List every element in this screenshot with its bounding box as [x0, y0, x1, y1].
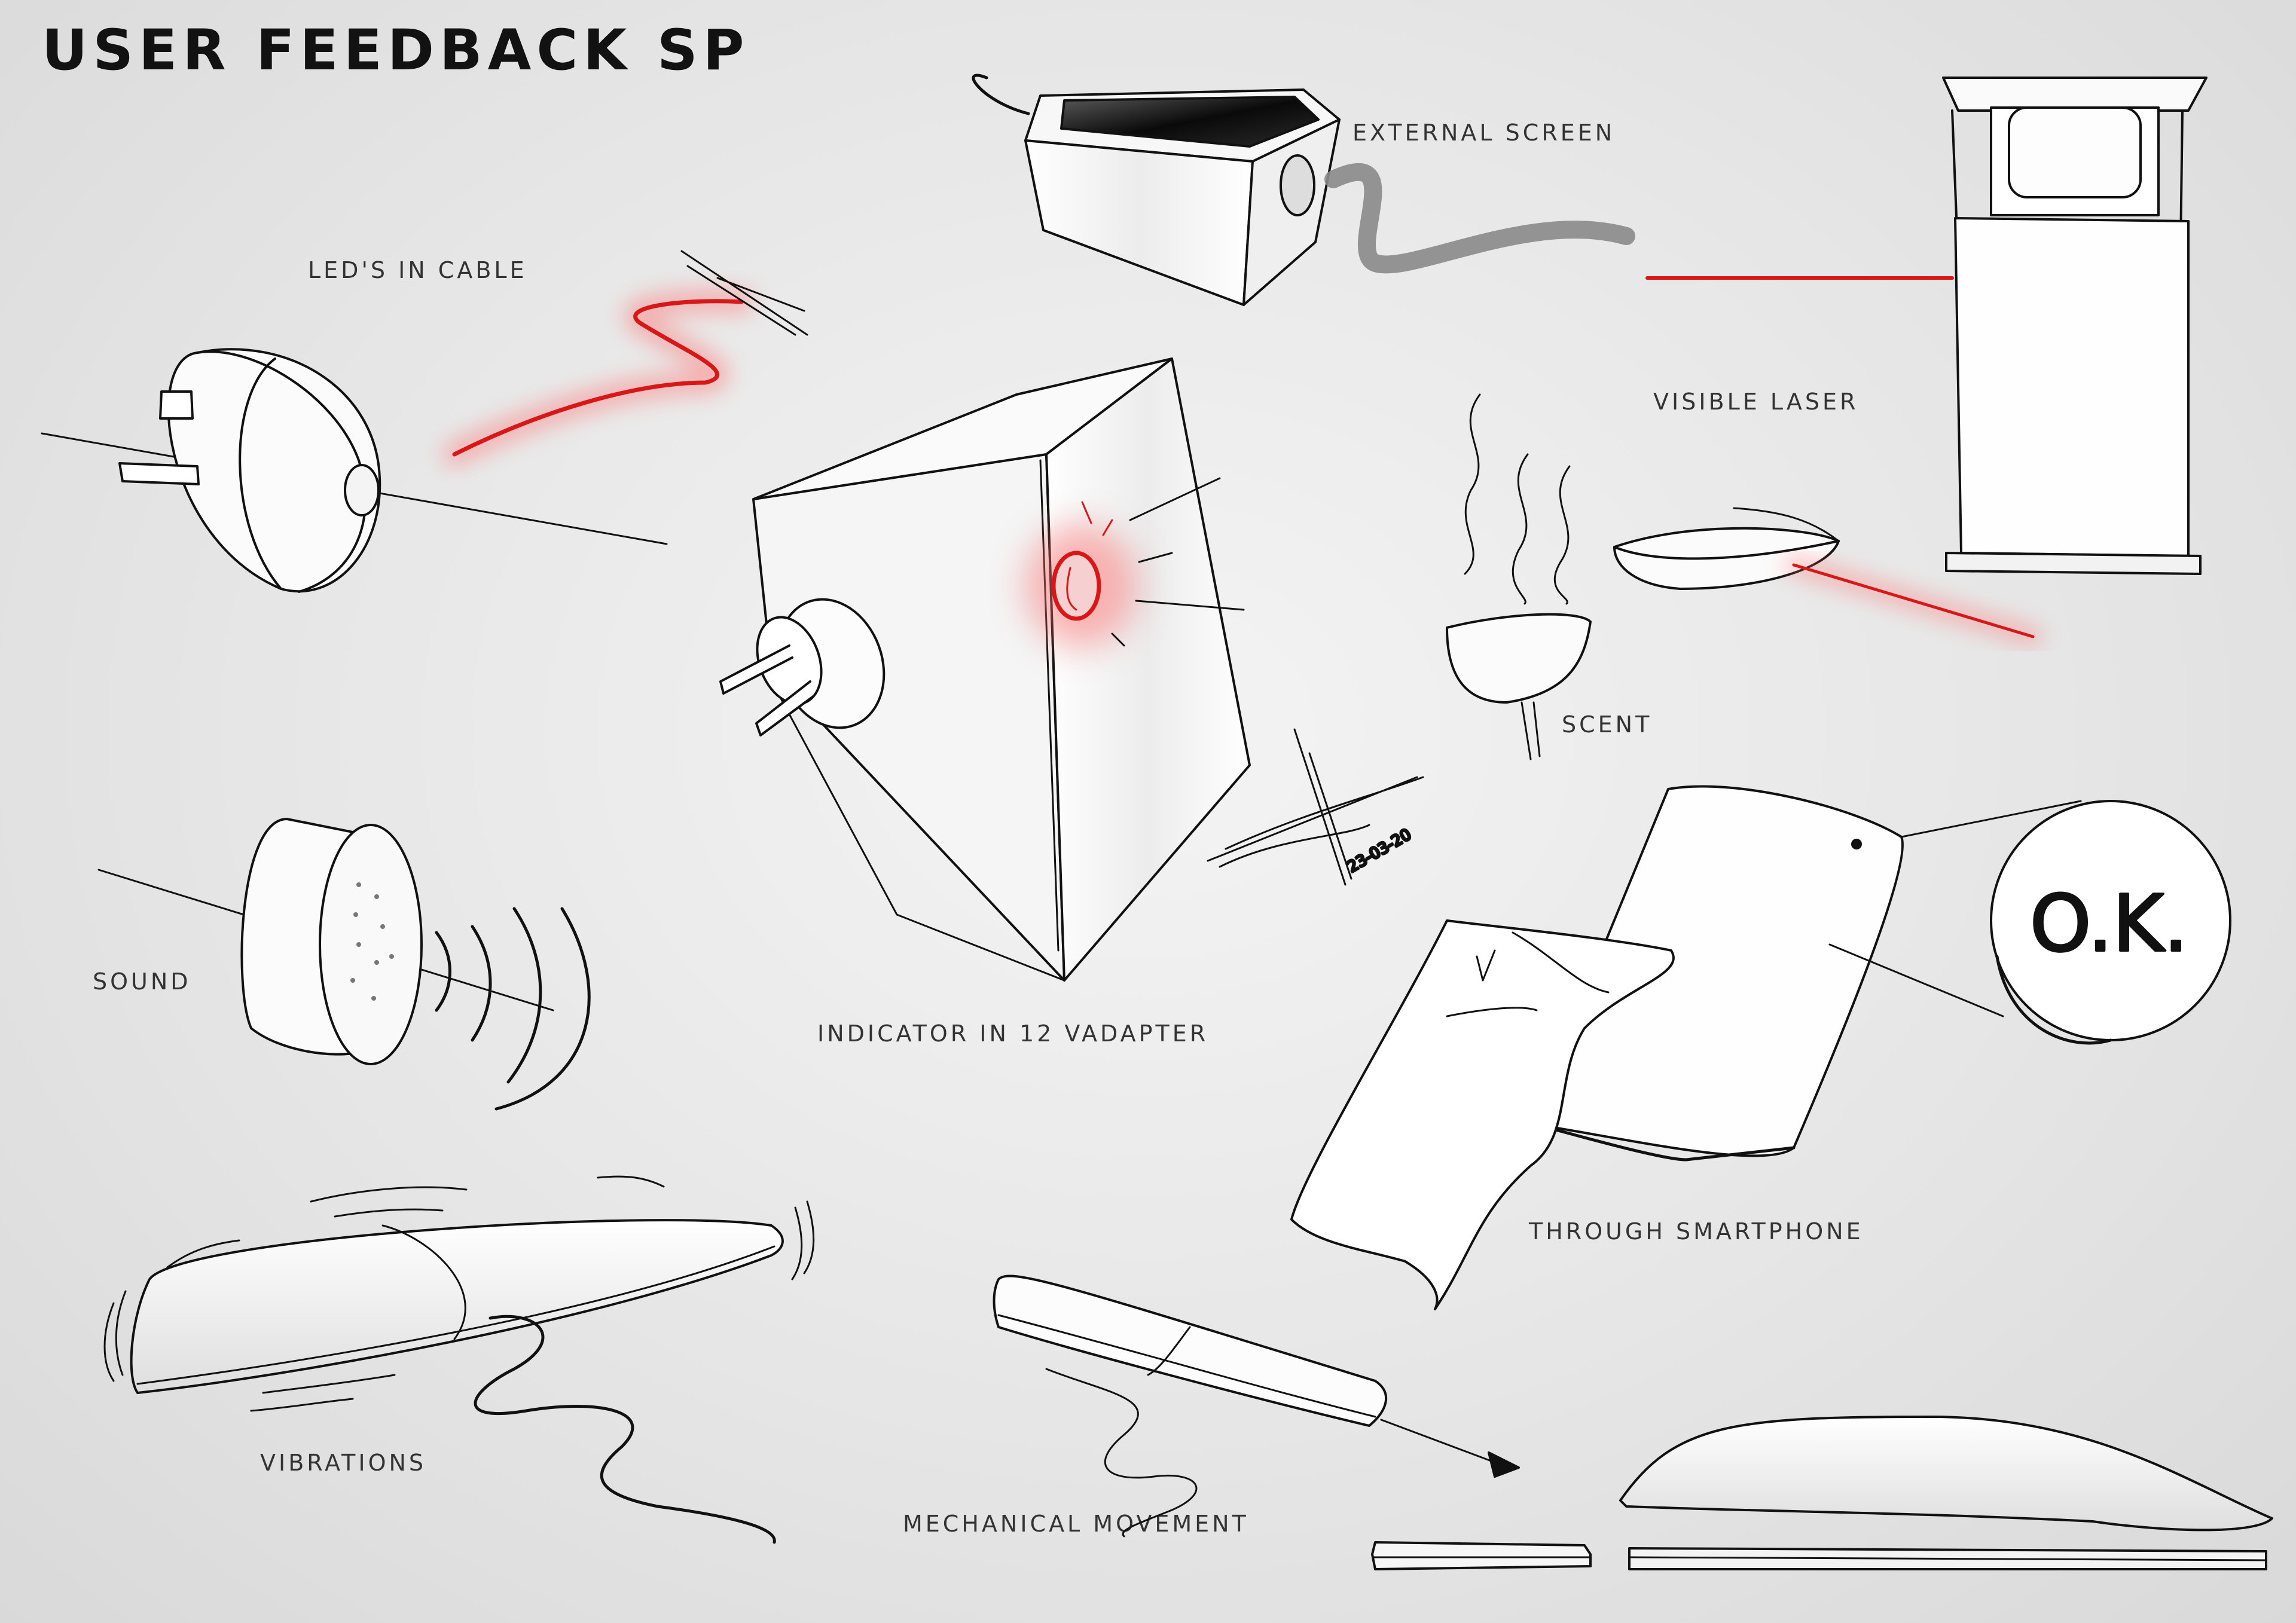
page-title: USER FEEDBACK SP [42, 18, 750, 83]
label-indicator-adapter: INDICATOR IN 12 VADAPTER [817, 1020, 1209, 1047]
label-leds-in-cable: LED'S IN CABLE [308, 257, 527, 283]
external-screen-sketch [972, 74, 1635, 306]
led-cable-sketch [442, 250, 808, 466]
thin-pads-sketch [1371, 1416, 2273, 1570]
signature-date: 23-03-20 [1345, 826, 1415, 876]
laser-device-sketch [1613, 507, 1840, 590]
label-sound: SOUND [93, 968, 191, 995]
bed-sketch [1942, 77, 2208, 575]
adapter-indicator-sketch [719, 357, 1251, 982]
vibration-pad-sketch [103, 1175, 815, 1544]
ok-bubble-text: O.K. [2030, 878, 2188, 969]
label-visible-laser: VISIBLE LASER [1653, 389, 1859, 415]
scent-diffuser-sketch [1446, 393, 1592, 760]
label-mechanical-movement: MECHANICAL MOVEMENT [903, 1511, 1249, 1537]
label-through-smartphone: THROUGH SMARTPHONE [1529, 1218, 1864, 1245]
laser-beam-bottom [1785, 556, 2042, 646]
plug-device-sketch [41, 348, 668, 593]
speaker-sketch [97, 818, 591, 1111]
smartphone-hand-sketch: O.K. [1290, 785, 2231, 1310]
mechanical-device-sketch [993, 1274, 1520, 1538]
label-external-screen: EXTERNAL SCREEN [1352, 120, 1616, 146]
label-vibrations: VIBRATIONS [260, 1450, 427, 1476]
label-scent: SCENT [1562, 711, 1653, 738]
